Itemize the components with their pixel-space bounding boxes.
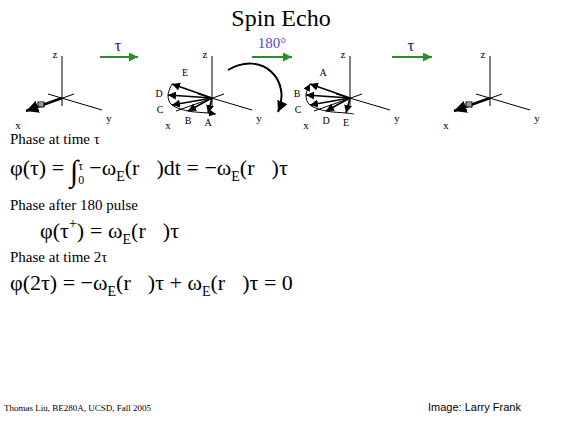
flip-arrow (228, 64, 282, 112)
axis-line (26, 94, 74, 111)
equation-term: ) (77, 216, 84, 247)
spin-bundle-marker (38, 102, 44, 107)
axis-label: z (341, 49, 346, 60)
equation: φ(τ) =∫τ0−ωE(r⃗)dt = −ωE(r⃗)τ (10, 150, 288, 192)
axes-panel (26, 56, 102, 111)
integral-sign: ∫ (70, 150, 78, 192)
axis-label: y (394, 113, 400, 124)
magnetization-vector (26, 98, 62, 111)
axis-label: z (53, 49, 58, 60)
credit-note: Thomas Liu, BE280A, UCSD, Fall 2005 (4, 404, 151, 413)
axis-line (454, 94, 502, 111)
equation-term: + (69, 214, 77, 234)
axes-panel (454, 56, 530, 111)
spin-vector (208, 98, 212, 113)
axis-label: z (481, 49, 486, 60)
equation-term: φ(τ) = (10, 153, 64, 184)
magnetization-vector (454, 98, 490, 111)
axis-label: x (303, 120, 309, 131)
equation-term: (r⃗)dt = −ω (125, 153, 232, 184)
equation: φ(2τ) = −ωE(r⃗)τ + ωE(r⃗)τ = 0 (10, 268, 293, 302)
axis-line (476, 94, 530, 110)
spin-label: C (295, 105, 302, 115)
dephasing-arc (306, 84, 354, 114)
equation-term: −ω (89, 153, 116, 184)
equation: φ(τ+)= ωE(r⃗)τ (40, 214, 179, 250)
spin-bundle-lines (38, 104, 44, 106)
equation-term: φ(τ (40, 216, 69, 247)
equation-term: (r⃗)τ (131, 216, 179, 247)
equation-term: E (202, 282, 211, 302)
integral-limits: τ0 (78, 160, 84, 188)
axis-label: x (443, 120, 449, 131)
equation-term: (r⃗)τ = 0 (210, 268, 292, 299)
spin-vector (346, 98, 350, 113)
axis-label: x (165, 120, 171, 131)
section-heading: Phase at time 2τ (10, 250, 107, 265)
equation-term: = ω (90, 216, 122, 247)
spin-bundle-lines (466, 104, 472, 106)
spin-label: D (155, 89, 162, 99)
spin-label: D (322, 116, 329, 126)
spin-bundle-marker (466, 102, 472, 107)
equation-term: E (116, 167, 125, 187)
equation-term: (r⃗)τ (240, 153, 288, 184)
integral-limit: 0 (78, 174, 84, 188)
step-label: τ (408, 37, 415, 54)
slide-title: Spin Echo (231, 6, 330, 30)
axis-label: y (256, 113, 262, 124)
spin-label: B (185, 116, 192, 126)
section-heading: Phase after 180 pulse (10, 198, 138, 213)
step-arrow (100, 56, 138, 58)
spin-label: A (319, 68, 326, 78)
step-arrow (392, 56, 432, 58)
axis-label: z (203, 49, 208, 60)
spin-label: C (157, 105, 164, 115)
spin-vector (306, 95, 350, 98)
credit-note: Image: Larry Frank (428, 402, 521, 413)
axes-panel (306, 56, 390, 114)
axis-label: y (106, 113, 112, 124)
spin-label: E (343, 118, 349, 128)
spin-label: B (294, 89, 301, 99)
step-label: τ (115, 37, 122, 54)
axis-line (48, 94, 102, 110)
step-label: 180° (258, 36, 287, 51)
axis-label: y (534, 113, 540, 124)
equation-term: E (231, 167, 240, 187)
spin-label: A (204, 118, 211, 128)
spin-label: E (182, 68, 188, 78)
equation-term: (r⃗)τ + ω (116, 268, 202, 299)
equation-term: E (108, 282, 117, 302)
dephasing-arc (168, 84, 216, 114)
section-heading: Phase at time τ (10, 132, 100, 147)
step-arrow (252, 56, 292, 58)
integral-limit: τ (78, 160, 84, 174)
axis-label: x (15, 120, 21, 131)
equation-term: φ(2τ) = −ω (10, 268, 108, 299)
spin-vector (168, 95, 212, 98)
equation-term: E (123, 230, 132, 250)
